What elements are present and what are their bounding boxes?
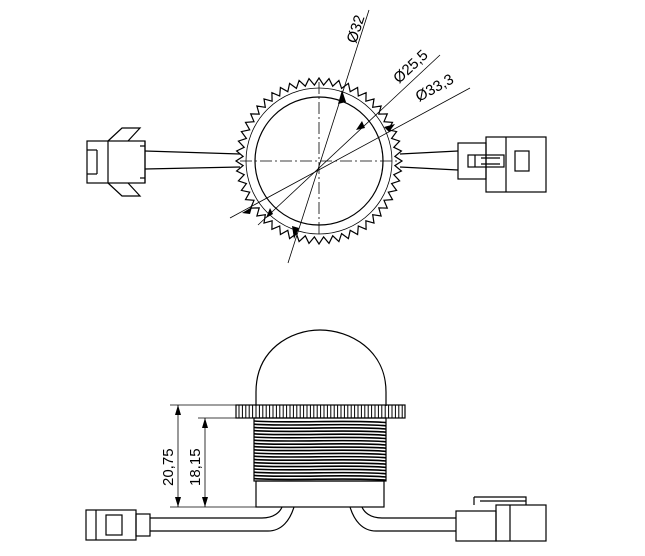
flange-knurl [238, 405, 403, 418]
thread-line [253, 471, 387, 475]
base-section [255, 480, 385, 508]
thread-line [253, 439, 387, 443]
dim-inner-diameter: Ø25,5 [390, 47, 431, 87]
top-view: Ø32 Ø25,5 Ø33,3 [86, 9, 547, 264]
gear-teeth [234, 76, 404, 246]
dim-flange-diameter: Ø33,3 [413, 71, 457, 106]
thread-line [253, 465, 387, 469]
thread-line [253, 426, 387, 430]
dim-outer-diameter: Ø32 [344, 13, 369, 45]
thread-line [253, 449, 387, 453]
right-connector-top [457, 136, 547, 193]
left-connector-top [86, 127, 146, 197]
side-view: 20,75 18,15 [85, 329, 547, 542]
left-wires-top [144, 150, 241, 170]
thread-line [253, 420, 387, 424]
thread-line [253, 423, 387, 427]
thread-line [253, 436, 387, 440]
wires-side [150, 506, 456, 532]
right-connector-side [455, 496, 547, 542]
center-lines [240, 82, 400, 235]
height-dimensions [175, 405, 208, 507]
dome-lens [255, 329, 387, 406]
thread-line [253, 461, 387, 465]
thread-line [253, 445, 387, 449]
thread-line [253, 477, 387, 481]
thread-line [253, 429, 387, 433]
thread-line [253, 455, 387, 459]
thread-line [253, 468, 387, 472]
right-wires-top [399, 150, 459, 171]
thread-line [253, 458, 387, 462]
thread-line [253, 433, 387, 437]
thread-line [253, 442, 387, 446]
dim-thread-height: 18,15 [187, 448, 204, 486]
thread-pattern [253, 420, 387, 481]
thread-line [253, 474, 387, 478]
left-connector-side [85, 509, 151, 541]
dim-overall-height: 20,75 [160, 448, 177, 486]
diameter-leaders [229, 9, 471, 264]
thread-line [253, 452, 387, 456]
